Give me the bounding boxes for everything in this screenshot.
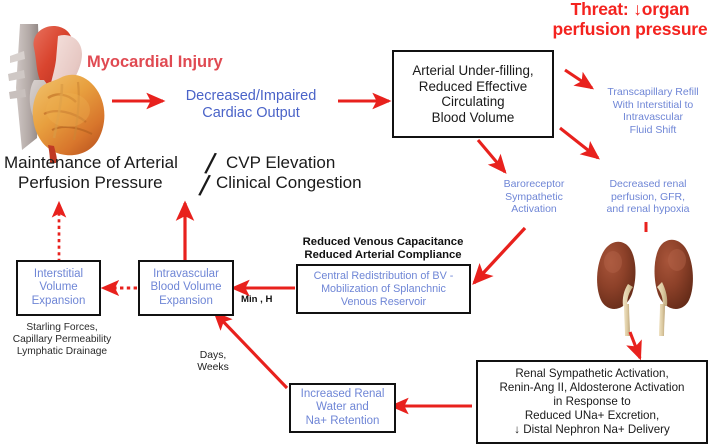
sf-line-1: Starling Forces, — [26, 322, 98, 333]
dr-line-3: and renal hypoxia — [606, 203, 690, 215]
box-arterial-underfilling-text: Arterial Under-filling, Reduced Effectiv… — [412, 63, 533, 125]
rw-line-3: Na+ Retention — [305, 414, 380, 427]
iv-line-3: Expansion — [159, 294, 213, 307]
is-line-2: Volume — [39, 281, 78, 294]
rs-line-5: ↓ Distal Nephron Na+ Delivery — [514, 423, 670, 436]
mp-line-2: Perfusion Pressure — [18, 173, 163, 192]
arrow-baroreceptor-to-central — [472, 226, 527, 285]
cr-line-1: Central Redistribution of BV - — [313, 269, 454, 282]
transcapillary-refill-label: Transcapillary Refill With Interstitial … — [586, 86, 720, 136]
box-intravascular-expansion-text: Intravascular Blood Volume Expansion — [151, 268, 222, 309]
box-central-redistribution: Central Redistribution of BV - Mobilizat… — [296, 264, 471, 314]
cr-line-3: Venous Reservoir — [340, 295, 427, 308]
au-line-3: Circulating — [441, 94, 505, 109]
maintenance-perfusion-label: Maintenance of Arterial Perfusion Pressu… — [4, 153, 210, 193]
box-intravascular-expansion: Intravascular Blood Volume Expansion — [138, 260, 234, 316]
dw-line-1: Days, — [199, 350, 227, 361]
is-line-1: Interstitial — [33, 267, 84, 280]
kidneys-illustration — [597, 239, 693, 336]
arrow-arterial-to-baroreceptor — [476, 139, 507, 174]
au-line-4: Blood Volume — [431, 109, 515, 125]
rs-line-1: Renal Sympathetic Activation, — [515, 367, 669, 380]
baroreceptor-label: Baroreceptor Sympathetic Activation — [486, 178, 582, 216]
is-line-3: Expansion — [31, 294, 86, 307]
cvp-line-2: Clinical Congestion — [216, 173, 362, 192]
reduced-capacitance-label: Reduced Venous Capacitance Reduced Arter… — [290, 236, 476, 262]
box-interstitial-expansion-text: Interstitial Volume Expansion — [32, 268, 86, 309]
au-line-2: Reduced Effective — [418, 78, 528, 94]
iv-line-2: Blood Volume — [150, 281, 222, 294]
myocardial-injury-label: Myocardial Injury — [87, 53, 223, 71]
rc-line-2: Reduced Arterial Compliance — [304, 249, 462, 261]
heart-illustration — [8, 24, 105, 163]
cr-line-2: Mobilization of Splanchnic — [321, 282, 446, 295]
dco-line-1: Decreased/Impaired — [185, 88, 317, 104]
mp-line-1: Maintenance of Arterial — [4, 153, 178, 172]
au-line-1: Arterial Under-filling, — [412, 63, 534, 78]
cvp-elevation-label: CVP Elevation Clinical Congestion — [216, 153, 376, 193]
tc-line-1: Transcapillary Refill — [607, 86, 699, 98]
br-line-3: Activation — [511, 203, 557, 215]
rw-line-1: Increased Renal — [300, 387, 385, 400]
br-line-2: Sympathetic — [505, 190, 563, 203]
decreased-cardiac-output-label: Decreased/Impaired Cardiac Output — [170, 88, 332, 122]
cvp-line-1: CVP Elevation — [226, 153, 336, 172]
sf-line-3: Lymphatic Drainage — [16, 346, 108, 358]
dr-line-1: Decreased renal — [609, 178, 687, 190]
box-renal-sympathetic-activation: Renal Sympathetic Activation, Renin-Ang … — [476, 360, 708, 444]
decreased-renal-perfusion-label: Decreased renal perfusion, GFR, and rena… — [590, 178, 706, 216]
iv-line-1: Intravascular — [153, 267, 219, 280]
box-interstitial-expansion: Interstitial Volume Expansion — [16, 260, 101, 316]
rs-line-4: Reduced UNa+ Excretion, — [524, 409, 660, 422]
dr-line-2: perfusion, GFR, — [610, 190, 686, 203]
rw-line-2: Water and — [316, 401, 369, 414]
tc-line-4: Fluid Shift — [629, 123, 677, 136]
box-increased-renal-water-text: Increased Renal Water and Na+ Retention — [301, 388, 385, 429]
rc-line-1: Reduced Venous Capacitance — [302, 236, 464, 248]
dw-line-2: Weeks — [197, 362, 229, 374]
box-central-redistribution-text: Central Redistribution of BV - Mobilizat… — [314, 270, 454, 309]
box-increased-renal-water: Increased Renal Water and Na+ Retention — [289, 383, 396, 433]
threat-text: Threat: ↓organ perfusion pressure — [552, 0, 708, 39]
tc-line-3: Intravascular — [622, 111, 684, 123]
box-arterial-underfilling: Arterial Under-filling, Reduced Effectiv… — [392, 50, 554, 138]
tc-line-2: With Interstitial to — [612, 98, 694, 111]
box-renal-sympathetic-text: Renal Sympathetic Activation, Renin-Ang … — [500, 367, 685, 437]
threat-heading: Threat: ↓organ perfusion pressure — [540, 0, 720, 39]
sf-line-2: Capillary Permeability — [12, 334, 112, 346]
dco-line-2: Cardiac Output — [202, 105, 300, 121]
days-weeks-label: Days, Weeks — [190, 350, 236, 375]
rs-line-2: Renin-Ang II, Aldosterone Activation — [499, 381, 685, 394]
rs-line-3: in Response to — [553, 395, 631, 408]
starling-forces-label: Starling Forces, Capillary Permeability … — [4, 322, 120, 359]
min-h-label: Min , H — [241, 294, 273, 305]
br-line-1: Baroreceptor — [503, 178, 565, 190]
